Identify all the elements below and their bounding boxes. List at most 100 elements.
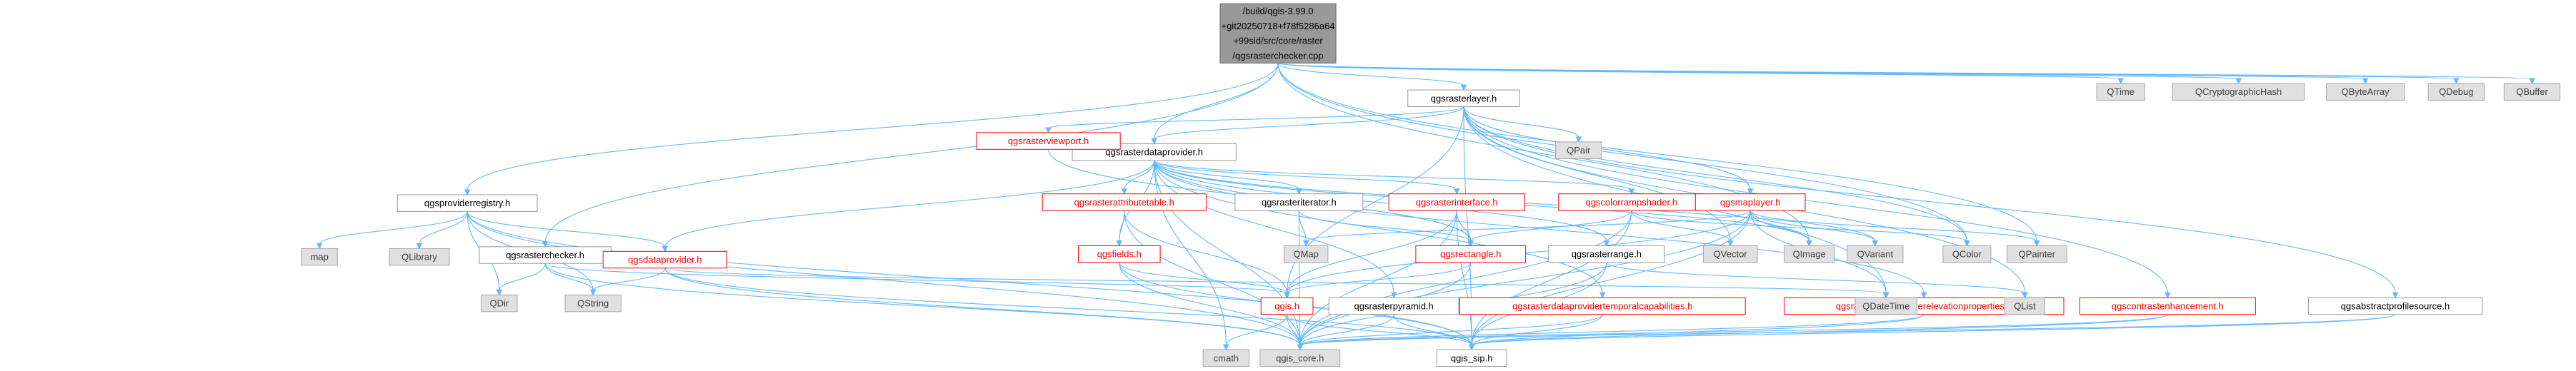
edge-qgsrasterattributetable-to-qgis_core (1124, 210, 1301, 346)
node-box (481, 294, 518, 312)
node-box (1854, 297, 1918, 315)
node-qlibrary[interactable]: QLibrary (389, 248, 450, 266)
node-label: qgsrasteriterator.h (1262, 197, 1337, 208)
node-qgis_core[interactable]: qgis_core.h (1259, 349, 1341, 367)
node-root[interactable]: /build/qgis-3.99.0+git20250718+f78f5286a… (1219, 3, 1337, 63)
node-box (2427, 83, 2485, 101)
edge-root-to-qimage (1277, 63, 1810, 242)
node-qbytearray[interactable]: QByteArray (2326, 83, 2405, 101)
node-qmap[interactable]: QMap (1283, 245, 1329, 263)
node-label: QPair (1567, 145, 1591, 156)
node-qgsmaplayer[interactable]: qgsmaplayer.h (1694, 193, 1806, 211)
edge-qgsproviderregistry-to-qgsdataprovider (466, 211, 666, 248)
edge-qgscolorrampshader-to-qgis_sip (1471, 210, 1632, 346)
node-qgsrasterinterface[interactable]: qgsrasterinterface.h (1388, 193, 1525, 211)
node-box (602, 250, 728, 269)
node-box (976, 132, 1121, 150)
node-qgscolorrampshader[interactable]: qgscolorrampshader.h (1558, 193, 1705, 211)
node-qgscontrastenhancement[interactable]: qgscontrastenhancement.h (2079, 297, 2256, 315)
node-label: QString (577, 298, 609, 309)
edge-qgsrasterlayer-to-qcolor (1463, 106, 1967, 242)
node-qimage[interactable]: QImage (1784, 245, 1835, 263)
node-qgsrasteriterator[interactable]: qgsrasteriterator.h (1234, 193, 1364, 211)
edge-qgsrasterpyramid-to-qgis_sip (1393, 314, 1472, 346)
edge-qgsrectangle-to-qgis_h (1287, 262, 1472, 294)
node-qbuffer[interactable]: QBuffer (2503, 83, 2561, 101)
node-qgsproviderregistry[interactable]: qgsproviderregistry.h (396, 194, 538, 212)
edge-arrowhead (1747, 188, 1754, 195)
edge-root-to-qgsrasterlayer (1277, 62, 1464, 86)
node-box (301, 248, 338, 266)
node-qgsdataprovider[interactable]: qgsdataprovider.h (602, 250, 728, 269)
node-qgsrasterattributetable[interactable]: qgsrasterattributetable.h (1042, 193, 1207, 211)
node-box (2172, 83, 2305, 101)
node-box (1694, 193, 1806, 211)
node-qpainter[interactable]: QPainter (2006, 245, 2067, 263)
node-qgsrasterdataprovidertemporalcapabilities[interactable]: qgsrasterdataprovidertemporalcapabilitie… (1459, 297, 1746, 315)
edge-qgsrasterdataprovider-to-qgsrasterinterface (1154, 160, 1457, 190)
node-qdir[interactable]: QDir (481, 294, 518, 312)
node-qdebug[interactable]: QDebug (2427, 83, 2485, 101)
node-box (1784, 245, 1835, 263)
node-qgsrasterlayer[interactable]: qgsrasterlayer.h (1407, 89, 1520, 107)
node-qcolor[interactable]: QColor (1942, 245, 1992, 263)
edge-qgsabstractprofilesource-to-qgis_core (1299, 314, 2396, 346)
edge-qgsproviderregistry-to-qgis_sip (466, 211, 1472, 346)
edge-qgsmaplayer-to-qpainter (1749, 210, 2037, 242)
edge-arrowhead (2165, 292, 2171, 299)
node-label: +99sid/src/core/raster (1233, 36, 1323, 46)
node-box (1328, 297, 1459, 315)
node-qgsfields[interactable]: qgsfields.h (1077, 245, 1161, 263)
edge-arrowhead (1882, 292, 1889, 299)
node-qgis_h[interactable]: qgis.h (1260, 297, 1314, 315)
node-qgis_sip[interactable]: qgis_sip.h (1436, 349, 1507, 367)
edge-qgsrasterchecker_h-to-qgis_h (544, 263, 1288, 294)
node-qvariant[interactable]: QVariant (1847, 245, 1904, 263)
edge-qgscolorrampshader-to-qgis_core (1299, 210, 1632, 346)
node-qgsrasterviewport[interactable]: qgsrasterviewport.h (976, 132, 1121, 150)
node-box (389, 248, 450, 266)
edge-arrowhead (2022, 292, 2028, 299)
node-qpair[interactable]: QPair (1555, 141, 1602, 159)
node-label: QDir (489, 298, 509, 309)
edge-qgsrasterlayer-to-qgsrasterviewport (1048, 106, 1464, 129)
node-qvector[interactable]: QVector (1702, 245, 1758, 263)
edge-qgsrasteriterator-to-qgsrectangle (1298, 210, 1472, 242)
node-qdatetime[interactable]: QDateTime (1854, 297, 1918, 315)
node-qgsrectangle[interactable]: qgsrectangle.h (1415, 245, 1527, 263)
edge-qgsproviderregistry-to-map (319, 211, 468, 245)
node-label: qgsdataprovider.h (628, 255, 702, 265)
edge-qgsrasterdataprovidertemporalcapabilities-to-qgis_core (1299, 314, 1603, 346)
node-map[interactable]: map (301, 248, 338, 266)
edge-qgsrasterdataprovider-to-qgsrasteriterator (1154, 160, 1299, 190)
node-box (1942, 245, 1992, 263)
edge-qgsrasterattributetable-to-qgis_h (1124, 210, 1288, 294)
node-cmath[interactable]: cmath (1202, 349, 1249, 367)
edge-qgsrasterdataprovider-to-qgsrasterpyramid (1154, 160, 1394, 294)
node-qgsrasterpyramid[interactable]: qgsrasterpyramid.h (1328, 297, 1459, 315)
edge-qgsrasterdataprovider-to-qgsdataprovider (664, 160, 1155, 248)
node-label: qgsrectangle.h (1440, 249, 1501, 260)
edge-arrowhead (2235, 78, 2242, 85)
node-qtime[interactable]: QTime (2096, 83, 2145, 101)
node-qgsrasterrange[interactable]: qgsrasterrange.h (1548, 245, 1665, 263)
node-qgsabstractprofilesource[interactable]: qgsabstractprofilesource.h (2307, 297, 2483, 315)
edge-qgscolorrampshader-to-qgsrectangle (1470, 210, 1632, 242)
edge-qgsdataprovider-to-qgis_sip (664, 268, 1472, 346)
edge-qgsproviderregistry-to-qlibrary (419, 211, 468, 245)
node-label: QDebug (2439, 86, 2473, 97)
edge-arrowhead (1151, 138, 1158, 145)
edge-qgsrasterdataprovidertemporalcapabilities-to-qgis_sip (1471, 314, 1603, 346)
edge-qgscolorrampshader-to-qcolor (1631, 210, 1967, 242)
node-qcryptographichash[interactable]: QCryptographicHash (2172, 83, 2305, 101)
node-box (1459, 297, 1746, 315)
node-label: +git20250718+f78f5286a64 (1221, 21, 1334, 31)
edge-qgsabstractprofilesource-to-qgis_sip (1471, 314, 2396, 346)
node-qstring[interactable]: QString (564, 294, 621, 312)
node-label: QVariant (1857, 249, 1894, 260)
node-qlist[interactable]: QList (2005, 297, 2045, 315)
edge-arrowhead (1297, 344, 1304, 351)
node-label: qgis_core.h (1276, 352, 1324, 363)
node-qgsrasterchecker_h[interactable]: qgsrasterchecker.h (479, 246, 611, 264)
edge-qgsfields-to-qgis_core (1119, 262, 1301, 346)
